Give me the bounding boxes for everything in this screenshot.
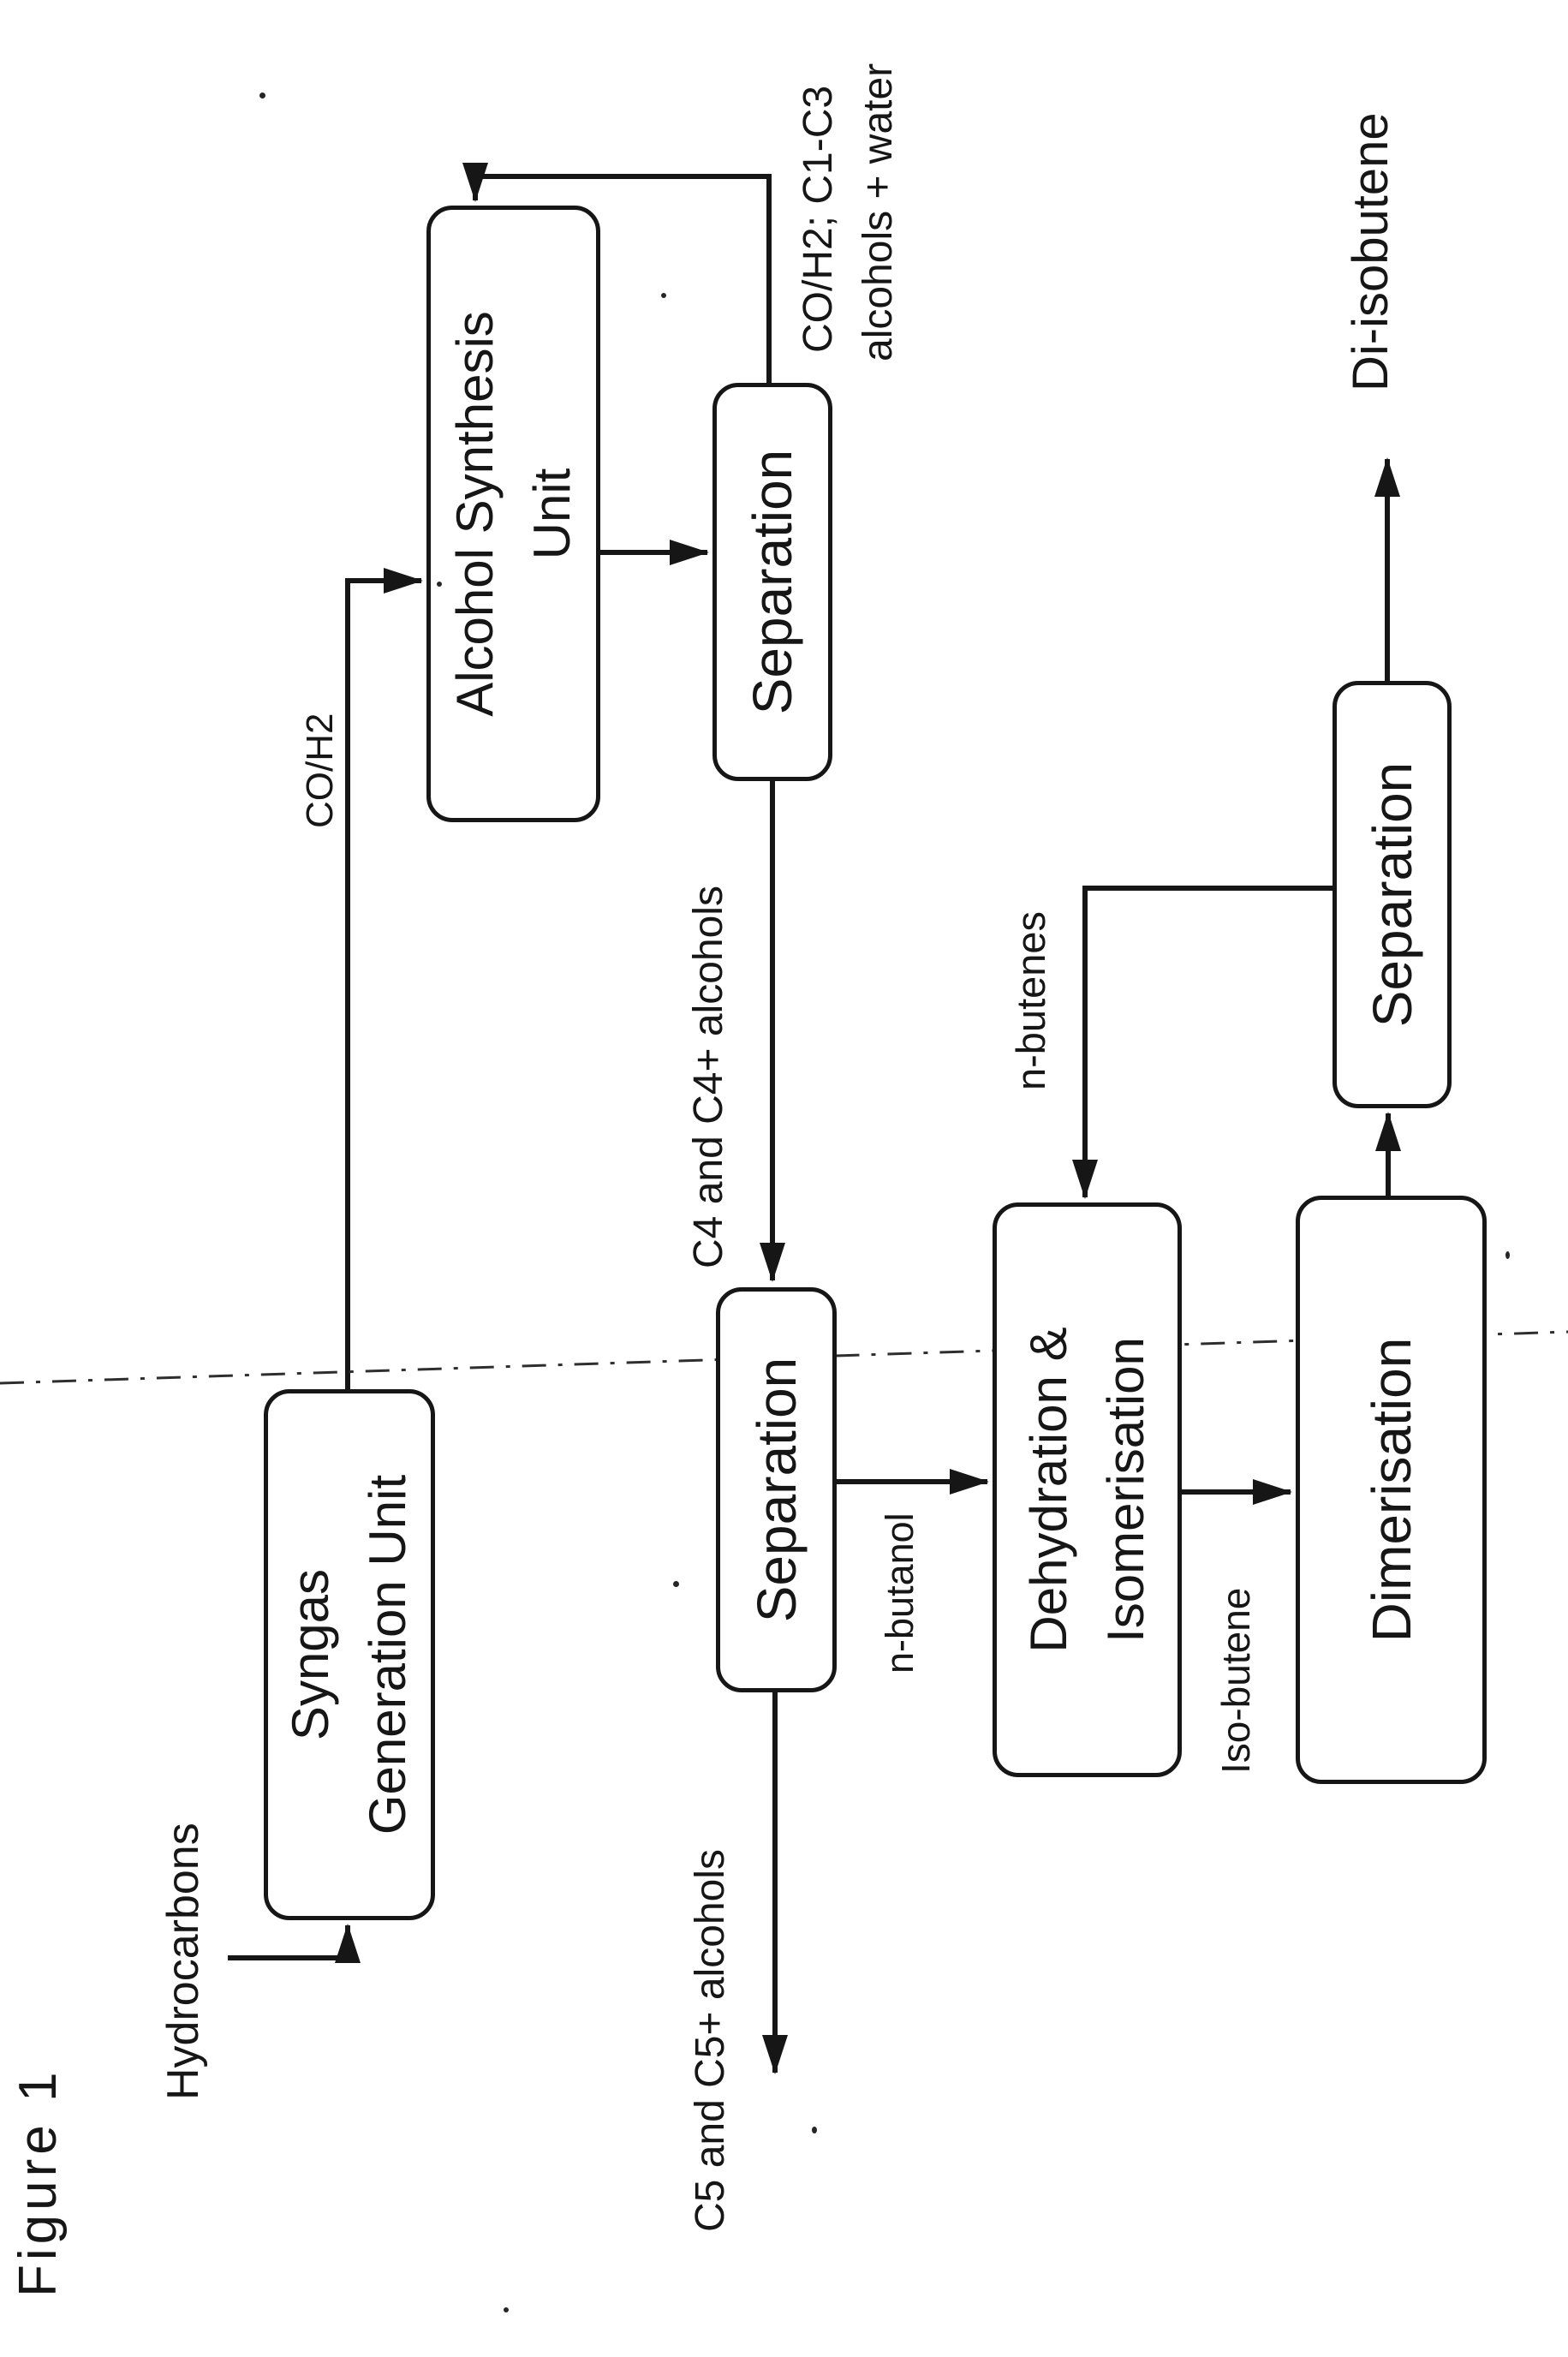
- scan-speck: [259, 92, 265, 98]
- figure-title: Figure 1: [9, 2068, 68, 2297]
- n-butanol-label: n-butanol: [878, 1513, 921, 1674]
- scan-speck: [504, 2307, 509, 2312]
- dimerisation-label: Dimerisation: [1360, 1337, 1422, 1643]
- syngas-to-alcohol-line: [345, 568, 423, 1389]
- hydrocarbons-label: Hydrocarbons: [158, 1823, 208, 2100]
- alcohol-box-label-line2: Unit: [522, 468, 581, 560]
- alcohol-box-label-line1: Alcohol Synthesis: [445, 311, 504, 717]
- box-separation-right: Separation: [1333, 681, 1452, 1108]
- box-dehydration-isomerisation: Dehydration & Isomerisation: [993, 1202, 1182, 1777]
- box-separation-mid: Separation: [716, 1287, 837, 1692]
- box-syngas-generation-unit: Syngas Generation Unit: [264, 1389, 435, 1920]
- separation-top-label: Separation: [742, 449, 803, 715]
- c5-alcohols-label: C5 and C5+ alcohols: [688, 1849, 733, 2232]
- box-dimerisation: Dimerisation: [1296, 1196, 1487, 1784]
- scan-speck: [1505, 1251, 1510, 1259]
- dehydration-box-label-line2: Isomerisation: [1096, 1337, 1154, 1643]
- c4-alcohols-label: C4 and C4+ alcohols: [686, 886, 731, 1268]
- co-h2-label: CO/H2: [299, 713, 341, 828]
- iso-butene-label: Iso-butene: [1213, 1587, 1258, 1774]
- n-butenes-line: [1072, 886, 1333, 1199]
- n-butenes-label: n-butenes: [1008, 910, 1053, 1090]
- hydrocarbons-feed-line: [228, 1924, 361, 1963]
- recycle-stream-label-line2: alcohols + water: [856, 63, 901, 361]
- syngas-box-label-line1: Syngas: [282, 1568, 339, 1741]
- scan-speck: [437, 582, 442, 587]
- box-separation-top: Separation: [712, 383, 832, 781]
- recycle-loop-line: [462, 163, 772, 383]
- scan-speck: [661, 293, 666, 298]
- di-isobutene-label: Di-isobutene: [1343, 112, 1398, 391]
- recycle-stream-label-line1: CO/H2; C1-C3: [796, 85, 841, 353]
- syngas-box-label-line2: Generation Unit: [359, 1474, 416, 1835]
- scan-speck: [812, 2127, 817, 2133]
- separation-mid-label: Separation: [745, 1357, 808, 1623]
- separation-right-label: Separation: [1361, 761, 1423, 1028]
- dehydration-box-label-line1: Dehydration &: [1019, 1327, 1077, 1653]
- box-alcohol-synthesis-unit: Alcohol Synthesis Unit: [426, 206, 600, 822]
- scan-speck: [673, 1581, 679, 1587]
